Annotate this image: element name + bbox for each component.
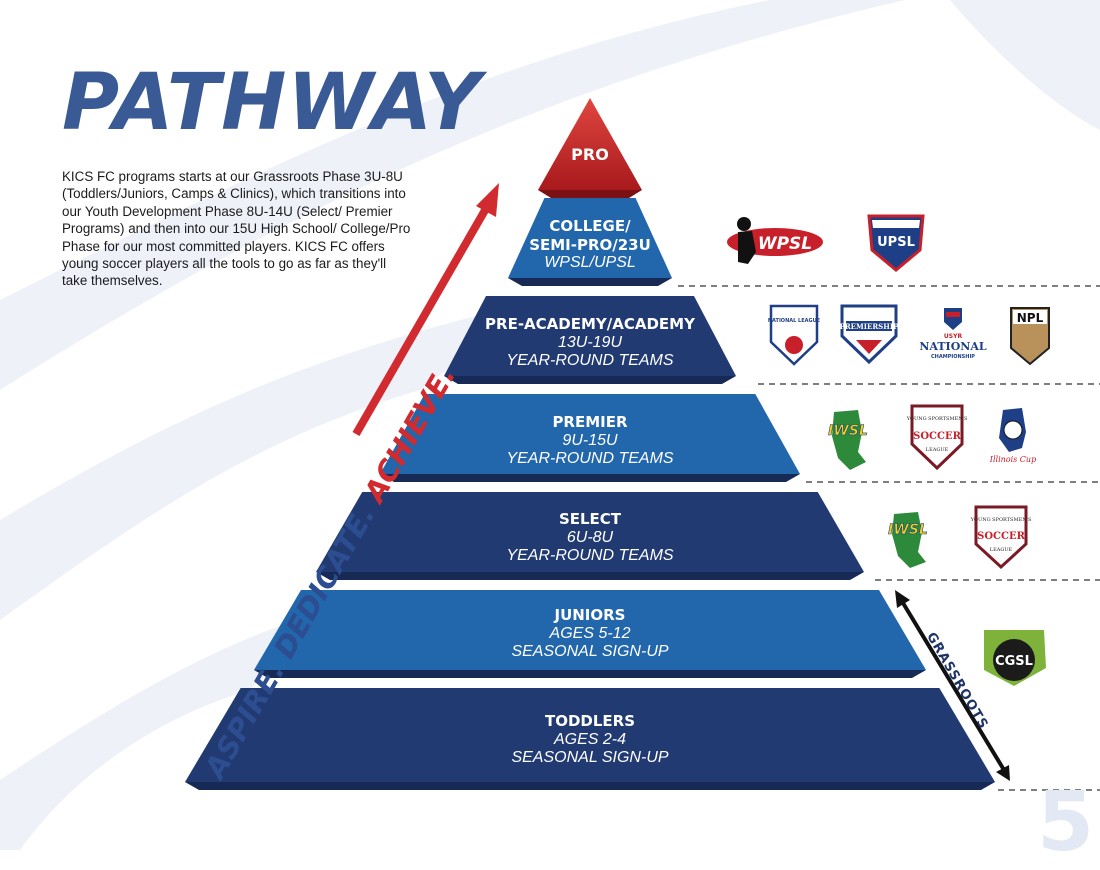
svg-text:UPSL: UPSL <box>877 235 915 250</box>
svg-text:PREMIERSHIP: PREMIERSHIP <box>840 322 900 331</box>
tier-academy <box>444 296 736 384</box>
background-swooshes <box>0 0 1100 850</box>
tier-toddlers-name: TODDLERS <box>544 712 636 730</box>
tier-select-season: YEAR-ROUND TEAMS <box>506 547 674 564</box>
svg-text:LEAGUE: LEAGUE <box>990 547 1013 553</box>
tier-academy-ages: 13U-19U <box>557 333 623 351</box>
premiership-logo: PREMIERSHIP <box>840 304 900 365</box>
svg-text:YOUNG SPORTSMEN'S: YOUNG SPORTSMEN'S <box>970 517 1032 523</box>
page-title: PATHWAY <box>62 58 482 148</box>
tier-college-name: COLLEGE/ <box>549 217 631 235</box>
svg-text:USYR: USYR <box>944 333 963 340</box>
pyramid-diagram <box>185 98 1100 791</box>
tier-academy-label: PRE-ACADEMY/ACADEMY 13U-19U YEAR-ROUND T… <box>485 315 695 371</box>
tier-juniors-name: JUNIORS <box>554 606 626 624</box>
tier-premier <box>380 394 800 482</box>
svg-text:Illinois Cup: Illinois Cup <box>989 455 1036 464</box>
tier-premier-season: YEAR-ROUND TEAMS <box>506 450 674 467</box>
svg-text:IWSL: IWSL <box>888 522 928 538</box>
tier-academy-name: PRE-ACADEMY/ACADEMY <box>485 315 695 333</box>
tier-toddlers-ages: AGES 2-4 <box>553 730 627 748</box>
pro-label: PRO <box>571 145 609 164</box>
tier-college-name-2: SEMI-PRO/23U <box>529 235 651 254</box>
svg-text:CGSL: CGSL <box>995 654 1033 669</box>
svg-text:NATIONAL LEAGUE: NATIONAL LEAGUE <box>768 318 821 324</box>
tier-premier-name: PREMIER <box>552 413 628 431</box>
svg-text:CHAMPIONSHIP: CHAMPIONSHIP <box>931 354 975 360</box>
tier-select-ages: 6U-8U <box>566 528 614 546</box>
tier-select-label: SELECT 6U-8U YEAR-ROUND TEAMS <box>506 510 673 566</box>
grassroots-arrow <box>895 590 1010 781</box>
tier-juniors-ages: AGES 5-12 <box>549 624 631 642</box>
league-logos: WPSL UPSL NATIONAL LEAGUE PREMIERSHIP US… <box>727 214 1050 686</box>
wpsl-logo: WPSL <box>727 217 823 264</box>
young-sportsmens-league-logo-select: YOUNG SPORTSMEN'S SOCCER LEAGUE <box>970 505 1032 570</box>
national-league-logo: NATIONAL LEAGUE <box>768 304 821 366</box>
achieve-arrow <box>352 183 499 436</box>
tier-toddlers-season: SEASONAL SIGN-UP <box>511 749 669 766</box>
tier-select-name: SELECT <box>558 510 622 528</box>
svg-text:WPSL: WPSL <box>758 234 812 254</box>
svg-text:LEAGUE: LEAGUE <box>926 447 949 453</box>
svg-text:SOCCER: SOCCER <box>913 431 961 442</box>
svg-text:NATIONAL: NATIONAL <box>919 340 986 353</box>
tier-college-leagues: WPSL/UPSL <box>544 254 636 271</box>
iwsl-logo-select: IWSL <box>888 512 928 568</box>
cgsl-logo: CGSL <box>984 630 1046 686</box>
tier-college-label: COLLEGE/ SEMI-PRO/23U WPSL/UPSL <box>529 217 651 273</box>
usyr-national-championship-logo: USYR NATIONAL CHAMPIONSHIP <box>919 308 987 360</box>
iwsl-logo: IWSL <box>828 410 868 470</box>
tier-academy-season: YEAR-ROUND TEAMS <box>506 352 674 369</box>
tier-juniors <box>254 590 926 678</box>
svg-text:NPL: NPL <box>1017 311 1044 325</box>
tier-juniors-label: JUNIORS AGES 5-12 SEASONAL SIGN-UP <box>511 606 668 662</box>
tier-dividers <box>678 285 1100 791</box>
tier-juniors-season: SEASONAL SIGN-UP <box>511 643 669 660</box>
illinois-cup-logo: Illinois Cup <box>989 408 1036 464</box>
svg-text:YOUNG SPORTSMEN'S: YOUNG SPORTSMEN'S <box>906 416 968 422</box>
young-sportsmens-league-logo: YOUNG SPORTSMEN'S SOCCER LEAGUE <box>906 404 968 471</box>
tier-premier-label: PREMIER 9U-15U YEAR-ROUND TEAMS <box>506 413 673 469</box>
pro-tier <box>538 98 642 198</box>
svg-text:SOCCER: SOCCER <box>977 531 1025 542</box>
tier-select <box>316 492 864 580</box>
tier-toddlers <box>185 688 995 790</box>
npl-logo: NPL <box>1010 307 1050 366</box>
intro-paragraph: KICS FC programs starts at our Grassroot… <box>62 169 411 289</box>
upsl-logo: UPSL <box>867 214 925 272</box>
tier-toddlers-label: TODDLERS AGES 2-4 SEASONAL SIGN-UP <box>511 712 668 768</box>
tier-premier-ages: 9U-15U <box>562 431 618 449</box>
page-number: 5 <box>1036 775 1094 870</box>
svg-text:IWSL: IWSL <box>828 423 868 439</box>
tier-college <box>508 198 672 286</box>
